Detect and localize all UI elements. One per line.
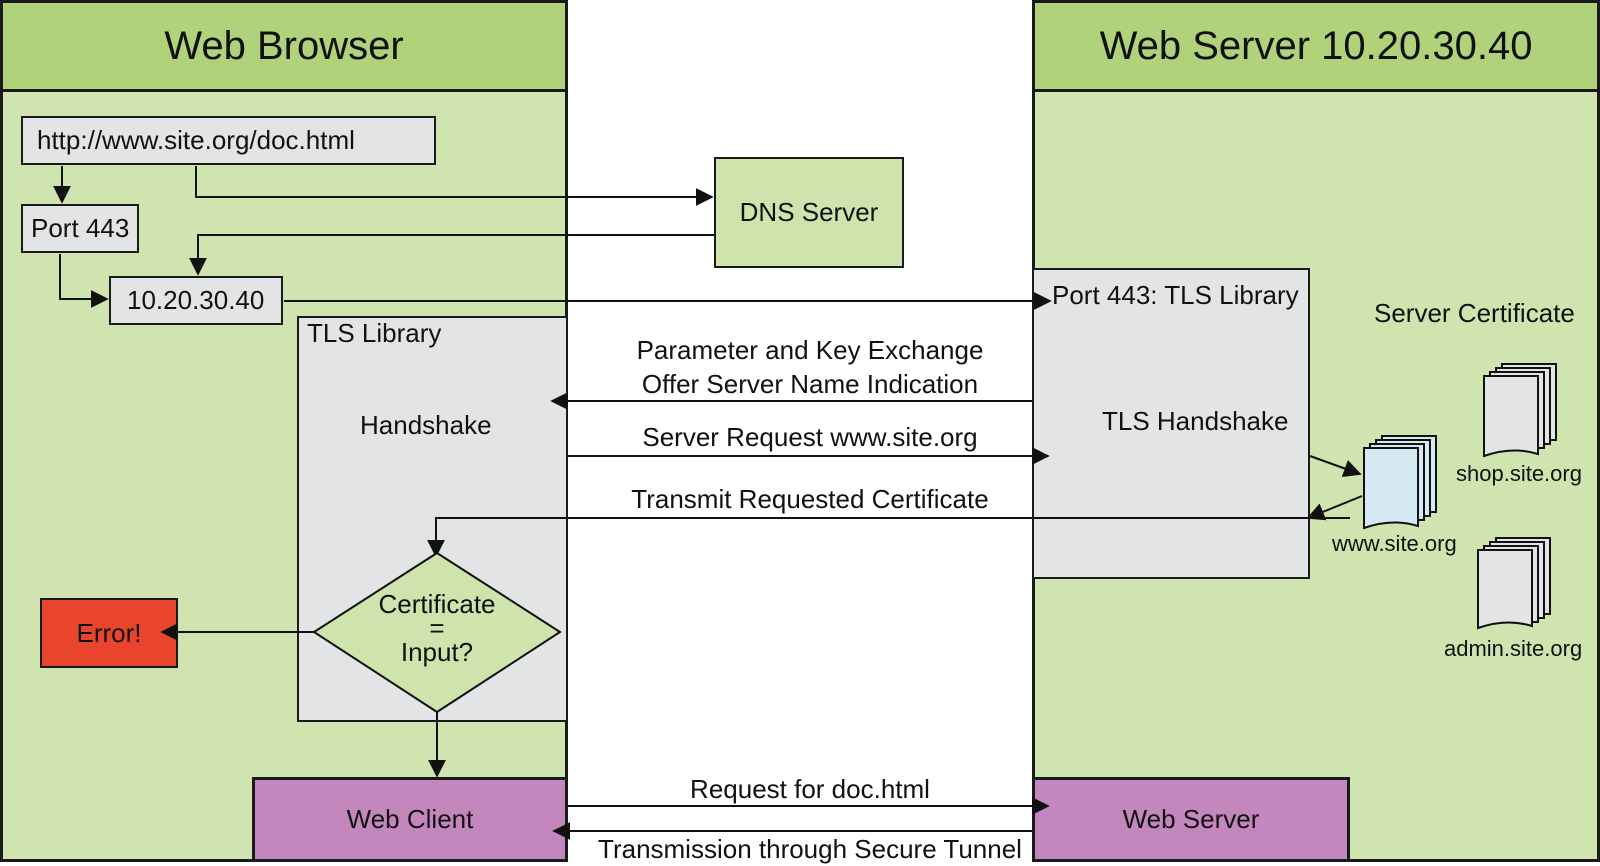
dns-server-box: DNS Server — [714, 157, 904, 268]
msg-server-request: Server Request www.site.org — [642, 422, 978, 452]
cert-shop-icon — [1483, 363, 1557, 458]
port-box: Port 443 — [21, 204, 139, 253]
msg-param-line-2: Offer Server Name Indication — [641, 369, 979, 399]
url-text: http://www.site.org/doc.html — [37, 125, 355, 155]
ip-text: 10.20.30.40 — [127, 285, 265, 315]
server-tls-handshake-label: TLS Handshake — [1102, 406, 1289, 436]
decision-line-1: Certificate — [378, 589, 496, 619]
decision-label: Certificate = Input? — [357, 589, 517, 667]
msg-secure-tunnel: Transmission through Secure Tunnel — [598, 834, 1022, 864]
web-server-box: Web Server — [1032, 777, 1350, 862]
server-certificate-heading: Server Certificate — [1374, 298, 1575, 328]
arrow-tls-to-cert — [1309, 455, 1362, 477]
server-tls-port-label: Port 443: TLS Library — [1052, 280, 1299, 310]
cert-admin-label: admin.site.org — [1444, 636, 1583, 661]
server-tls-box — [1032, 268, 1310, 579]
arrow-transmit-cert — [427, 517, 1350, 558]
server-title: Web Server 10.20.30.40 — [1032, 0, 1600, 92]
tls-library-label: TLS Library — [307, 318, 442, 348]
arrow-dns-to-ip — [189, 234, 714, 276]
cert-www-icon — [1363, 435, 1437, 530]
cert-shop-label: shop.site.org — [1456, 461, 1582, 486]
browser-title: Web Browser — [0, 0, 568, 92]
handshake-label: Handshake — [360, 410, 492, 440]
msg-request-doc: Request for doc.html — [690, 774, 930, 804]
error-box: Error! — [40, 598, 178, 668]
web-server-text: Web Server — [1122, 804, 1260, 834]
decision-line-2: = — [429, 613, 445, 643]
arrow-cert-to-transmit — [1306, 495, 1363, 521]
arrow-url-to-dns — [195, 166, 714, 206]
url-box: http://www.site.org/doc.html — [21, 116, 436, 165]
msg-transmit-cert: Transmit Requested Certificate — [631, 484, 989, 514]
cert-www-label: www.site.org — [1332, 531, 1457, 556]
error-text: Error! — [76, 617, 142, 648]
dns-server-text: DNS Server — [739, 197, 879, 227]
decision-line-3: Input? — [400, 637, 474, 667]
msg-param-line-1: Parameter and Key Exchange — [636, 335, 984, 365]
ip-box: 10.20.30.40 — [109, 276, 283, 325]
cert-admin-icon — [1477, 537, 1551, 630]
port-text: Port 443 — [31, 213, 130, 243]
arrow-port-to-ip — [59, 254, 109, 308]
decision-diamond — [312, 551, 562, 714]
web-client-text: Web Client — [346, 804, 474, 834]
web-client-box: Web Client — [252, 777, 568, 862]
